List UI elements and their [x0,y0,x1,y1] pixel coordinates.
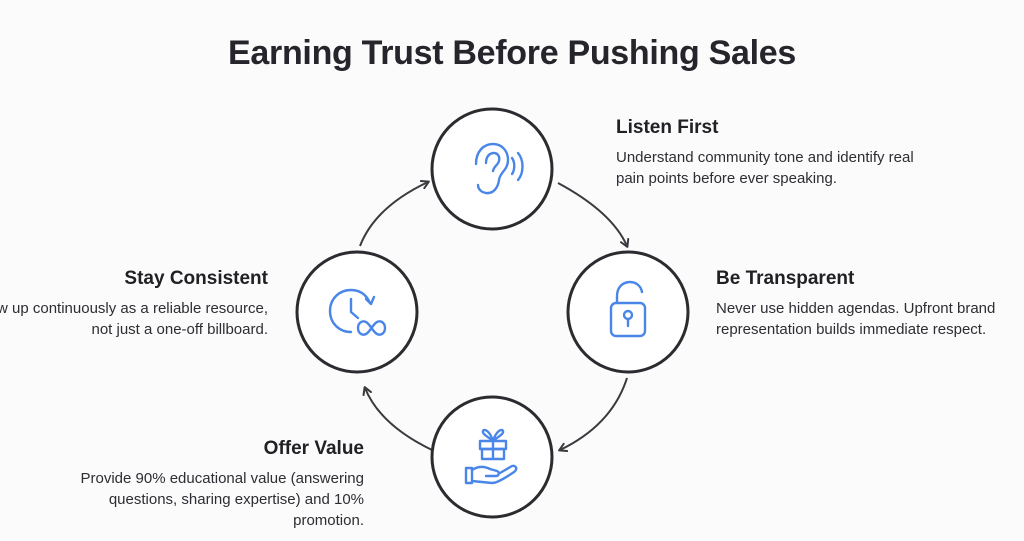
step-listen-first: Listen First Understand community tone a… [616,117,916,189]
circle-stay-consistent [295,250,419,374]
ear-sound-icon [474,142,524,195]
step-heading: Offer Value [263,438,364,459]
arrow-transparent-to-value [558,377,628,453]
circle-listen-first [430,107,554,231]
page-title: Earning Trust Before Pushing Sales [228,34,796,72]
gift-in-hand-icon [464,428,518,485]
arrow-consistent-to-listen [359,179,430,247]
step-stay-consistent: Stay Consistent Show up continuously as … [0,268,268,340]
step-description: Provide 90% educational value (answering… [80,470,364,529]
unlocked-padlock-icon [609,280,647,338]
step-heading: Listen First [616,117,719,138]
step-heading: Be Transparent [716,268,855,289]
step-description: Understand community tone and identify r… [616,149,914,187]
clock-infinity-icon [328,288,387,336]
arrow-value-to-consistent [362,386,433,451]
arrow-listen-to-transparent [557,182,630,248]
step-offer-value: Offer Value Provide 90% educational valu… [64,438,364,531]
step-description: Show up continuously as a reliable resou… [0,300,268,338]
step-description: Never use hidden agendas. Upfront brand … [716,300,996,338]
step-be-transparent: Be Transparent Never use hidden agendas.… [716,268,1016,340]
step-heading: Stay Consistent [124,268,268,289]
